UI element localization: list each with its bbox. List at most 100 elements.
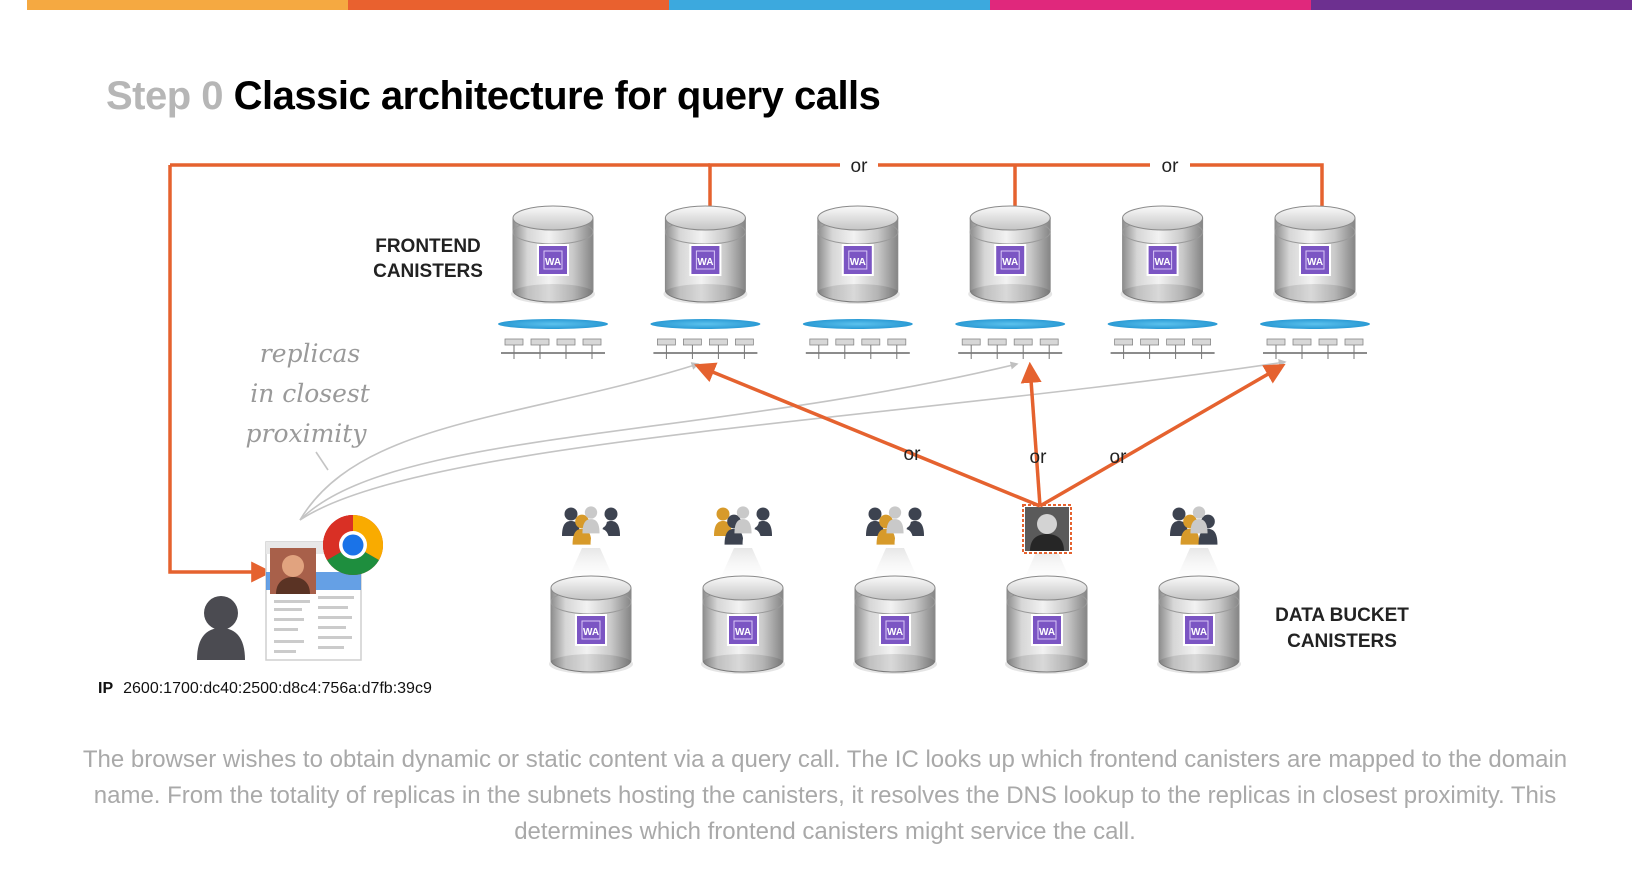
replica-node-icon xyxy=(657,338,676,359)
replica-node-icon xyxy=(1114,338,1133,359)
profile-photo-icon xyxy=(270,548,316,594)
subnet-disc xyxy=(1260,319,1370,329)
canister-badge: WA xyxy=(537,244,569,276)
proximity-pointers xyxy=(299,358,1287,521)
color-bar-segment xyxy=(669,0,990,10)
slide-title: Step 0 Classic architecture for query ca… xyxy=(106,74,881,119)
person-icon xyxy=(197,596,245,660)
bus-line-right xyxy=(1190,163,1324,218)
ip-address: IP 2600:1700:dc40:2500:d8c4:756a:d7fb:39c… xyxy=(98,680,432,698)
canister-badge-label: WA xyxy=(1191,627,1207,638)
canister-badge-label: WA xyxy=(545,257,561,268)
canister-badge: WA xyxy=(1183,614,1215,646)
replica-rack xyxy=(1110,338,1215,359)
browser-contact-list xyxy=(274,596,354,653)
subnet-disc xyxy=(802,319,913,329)
title-text: Classic architecture for query calls xyxy=(233,74,881,118)
frontend-canister: WA xyxy=(511,205,595,304)
replica-node-icon xyxy=(582,338,602,359)
replica-rack xyxy=(653,338,758,359)
arrow-to-rack-6 xyxy=(1039,363,1286,508)
replica-rack xyxy=(805,338,910,359)
canister-badge-label: WA xyxy=(735,627,751,638)
data-bucket-canisters: WA WA WA WA WA xyxy=(549,504,1241,674)
person-silhouette xyxy=(734,506,752,534)
replica-node-icon xyxy=(1039,338,1059,359)
canister-badge-label: WA xyxy=(1002,257,1018,268)
canister-badge: WA xyxy=(689,244,722,276)
replica-node-icon xyxy=(735,338,754,359)
canister-badge: WA xyxy=(1146,244,1179,276)
or-label-top-2: or xyxy=(1162,156,1180,177)
browser-window xyxy=(265,541,362,661)
replica-node-icon xyxy=(835,338,855,359)
subnet-disc xyxy=(498,319,608,329)
canister-badge: WA xyxy=(1031,614,1063,646)
replica-node-icon xyxy=(1192,338,1211,359)
data-bucket-canisters-label-line2: CANISTERS xyxy=(1287,631,1397,652)
replica-rack xyxy=(1263,338,1367,359)
user-group-icon xyxy=(562,506,620,545)
canister-badge: WA xyxy=(1299,244,1331,276)
handwritten-line-2: in closest xyxy=(250,379,371,408)
canister-badge: WA xyxy=(841,244,874,276)
profile-photo-icon xyxy=(1022,504,1072,554)
replica-node-icon xyxy=(556,338,576,359)
top-color-bar xyxy=(27,0,1632,10)
canister-badge-label: WA xyxy=(1155,257,1171,268)
replica-node-icon xyxy=(1292,338,1312,359)
person-silhouette xyxy=(1190,506,1208,534)
or-label-arrow-1: or xyxy=(904,444,922,465)
user-group-icon xyxy=(714,506,772,545)
replica-node-icon xyxy=(683,338,702,359)
data-bucket-canister: WA xyxy=(549,575,633,674)
frontend-canisters-label-line1: FRONTEND xyxy=(375,236,481,257)
subnet-disc xyxy=(955,319,1066,329)
canister-badge: WA xyxy=(727,614,759,646)
handwriting-tick xyxy=(315,451,329,471)
frontend-canisters-label-line2: CANISTERS xyxy=(373,261,483,282)
color-bar-segment xyxy=(990,0,1311,10)
replica-node-icon xyxy=(1318,338,1338,359)
handwritten-line-1: replicas xyxy=(260,339,360,368)
or-label-top-1: or xyxy=(851,156,869,177)
canister-badge-label: WA xyxy=(887,627,903,638)
replica-node-icon xyxy=(1344,338,1364,359)
color-bar-segment xyxy=(27,0,348,10)
replica-node-icon xyxy=(809,338,829,359)
step-label: Step 0 xyxy=(106,74,224,118)
canister-badge-label: WA xyxy=(1307,257,1323,268)
replica-node-icon xyxy=(861,338,881,359)
canister-badge: WA xyxy=(994,244,1027,276)
color-bar-segment xyxy=(348,0,669,10)
subnet-disc xyxy=(650,319,761,329)
bus-line-to-browser xyxy=(168,165,273,583)
replica-node-icon xyxy=(1013,338,1033,359)
data-to-replica-arrows xyxy=(694,361,1286,508)
data-bucket-canister: WA xyxy=(853,575,937,674)
replica-node-icon xyxy=(1140,338,1159,359)
proximity-pointer-3 xyxy=(299,358,1287,521)
person-silhouette xyxy=(582,506,600,534)
frontend-canister: WA xyxy=(815,205,900,304)
chrome-browser-icon xyxy=(322,515,384,576)
frontend-bus-lines xyxy=(168,163,1324,583)
subnet-disc xyxy=(1107,319,1218,329)
frontend-canister: WA xyxy=(1120,205,1205,304)
canister-badge-label: WA xyxy=(583,627,599,638)
replica-node-icon xyxy=(961,338,981,359)
handwritten-line-3: proximity xyxy=(246,419,368,448)
ip-label: IP xyxy=(98,680,114,697)
data-bucket-canister: WA xyxy=(1157,575,1241,674)
frontend-canister: WA xyxy=(663,205,748,304)
data-bucket-canister: WA xyxy=(1005,575,1089,674)
replica-node-icon xyxy=(530,338,550,359)
replica-rack xyxy=(501,338,605,359)
canister-badge: WA xyxy=(575,614,607,646)
user-group-icon xyxy=(1170,506,1228,545)
replica-node-icon xyxy=(1266,338,1286,359)
ip-value: 2600:1700:dc40:2500:d8c4:756a:d7fb:39c9 xyxy=(123,680,432,697)
frontend-canister: WA xyxy=(1273,205,1357,304)
caption: The browser wishes to obtain dynamic or … xyxy=(82,746,1568,845)
